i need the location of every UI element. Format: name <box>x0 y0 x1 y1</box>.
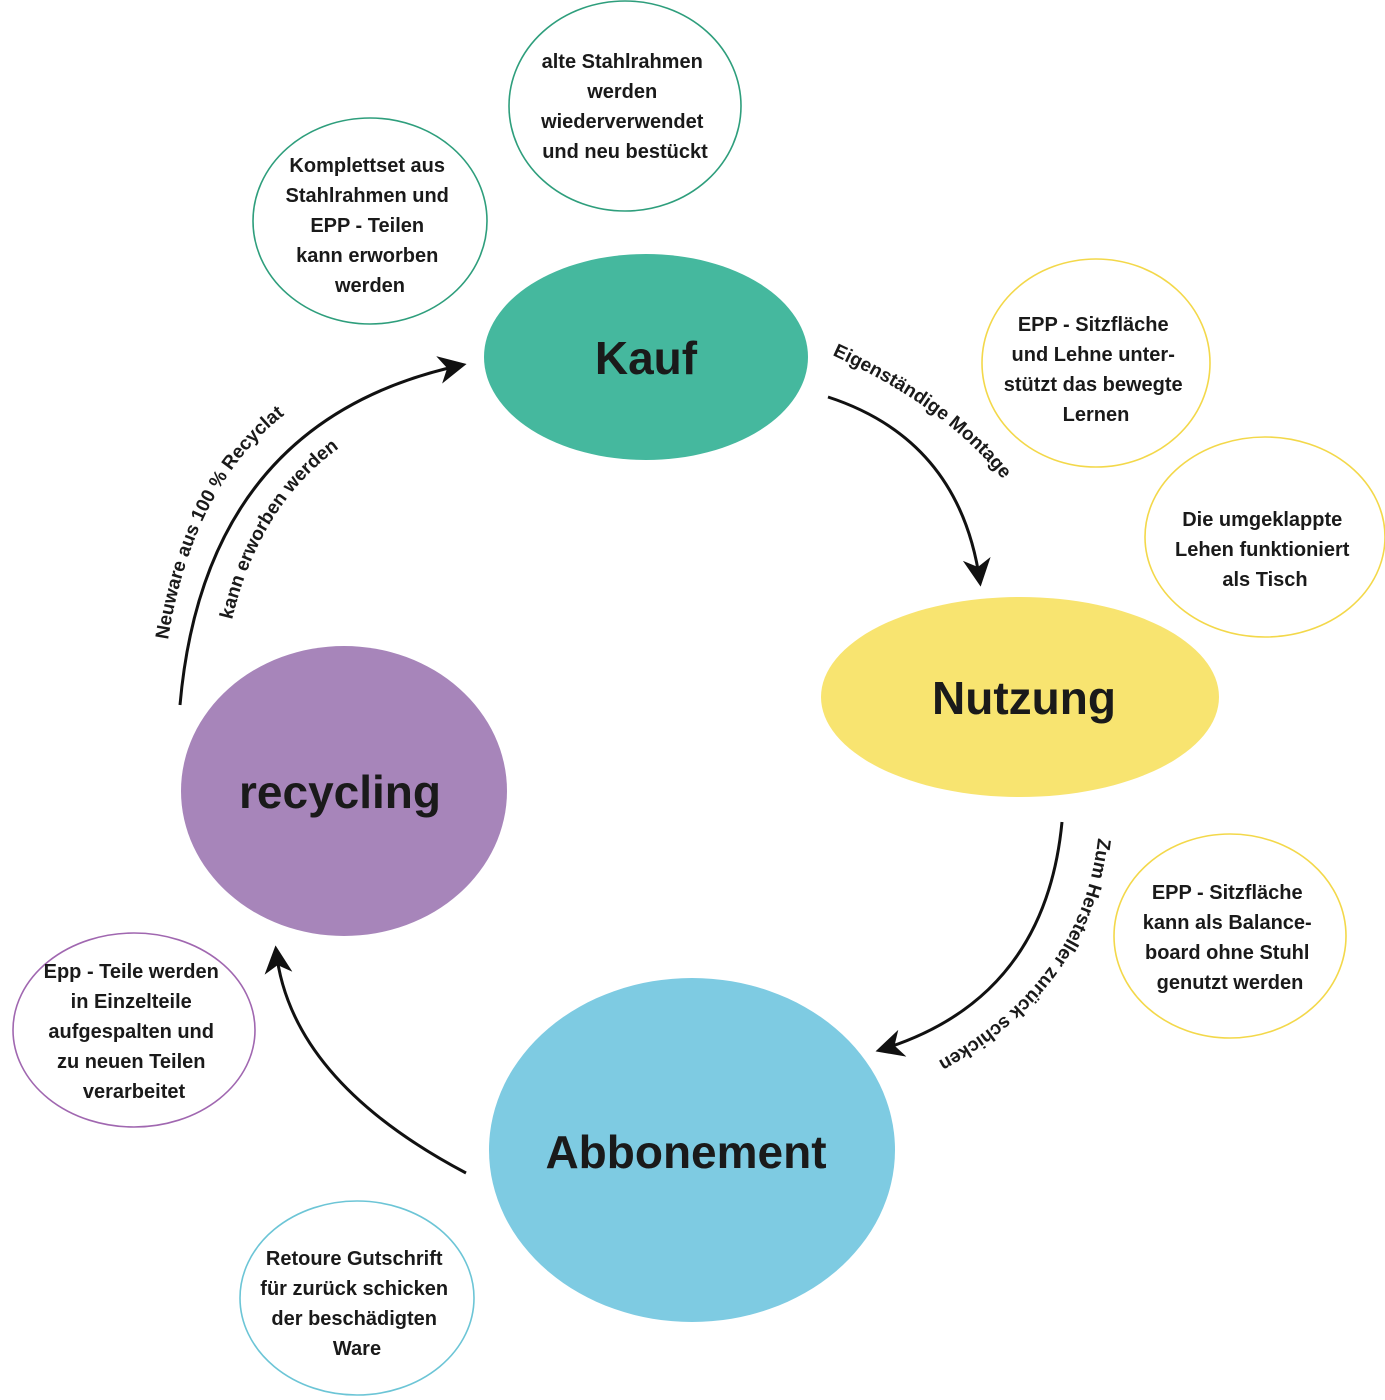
arrow-abbonement-to-recycling <box>264 945 467 1175</box>
note-sitzflaeche-lernen-bubble <box>981 258 1211 468</box>
nutzung-label: Nutzung <box>932 672 1116 724</box>
note-retoure-bubble <box>239 1200 475 1396</box>
arrow-nutzung-to-abbonement <box>875 821 1064 1057</box>
note-tisch: Die umgeklappte Lehen funktioniert als T… <box>1175 509 1355 591</box>
abbonement-label: Abbonement <box>545 1126 826 1178</box>
note-stahlrahmen-bubble <box>508 0 742 212</box>
recycling-label: recycling <box>239 766 441 818</box>
note-komplettset: Komplettset aus Stahlrahmen und EPP - Te… <box>286 155 455 297</box>
note-sitzflaeche-lernen: EPP - Sitzfläche und Lehne unter- stützt… <box>1004 314 1188 426</box>
recycling-ellipse <box>181 646 507 936</box>
kauf-ellipse <box>484 254 808 460</box>
flow-label-hersteller: Zum Hersteller zurück schicken <box>936 837 1114 1075</box>
note-komplettset-bubble <box>252 117 488 325</box>
note-einzelteile: Epp - Teile werden in Einzelteile aufges… <box>44 961 225 1103</box>
note-stahlrahmen: alte Stahlrahmen werden wiederverwendet … <box>540 51 709 163</box>
arrow-kauf-to-nutzung <box>827 395 991 587</box>
note-retoure: Retoure Gutschrift für zurück schicken d… <box>260 1248 453 1360</box>
note-tisch-bubble <box>1144 436 1385 638</box>
abbonement-ellipse <box>489 978 895 1322</box>
note-balanceboard: EPP - Sitzfläche kann als Balance- board… <box>1143 882 1318 994</box>
note-balanceboard-bubble <box>1113 833 1347 1039</box>
kauf-label: Kauf <box>595 332 698 384</box>
nutzung-ellipse <box>821 597 1219 797</box>
note-einzelteile-bubble <box>12 932 256 1128</box>
arrow-recycling-to-kauf <box>178 356 467 706</box>
